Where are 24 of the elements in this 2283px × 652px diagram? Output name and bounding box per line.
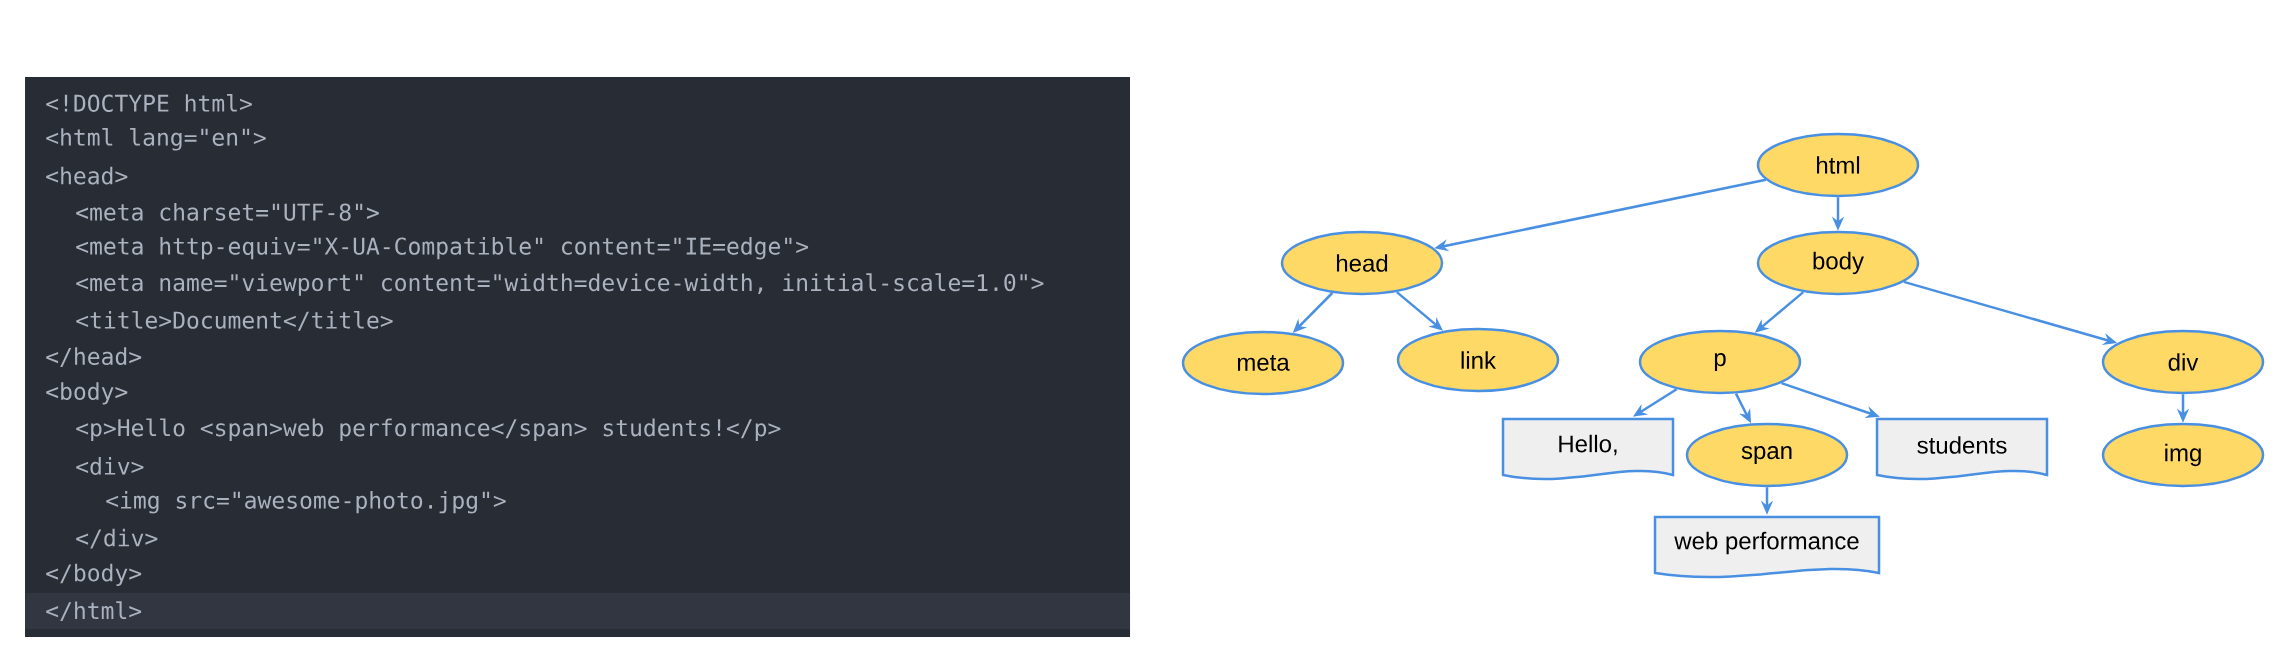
- code-line: <meta http-equiv="X-UA-Compatible" content="IE=edge">: [76, 236, 809, 260]
- code-line: <body>: [46, 382, 128, 405]
- code-line: <!DOCTYPE html>: [46, 94, 252, 112]
- ellipse-node: img: [2101, 422, 2265, 488]
- ellipse-node: link: [1396, 327, 1560, 393]
- code-line: <head>: [46, 166, 128, 185]
- code-line: <title>Document</title>: [76, 310, 393, 331]
- code-line: <meta charset="UTF-8">: [76, 202, 379, 221]
- ellipse-node: head: [1280, 230, 1444, 296]
- ellipse-node: meta: [1181, 330, 1345, 396]
- code-line: </html>: [46, 601, 142, 622]
- code-line: </head>: [46, 347, 142, 367]
- ellipse-node: html: [1756, 132, 1920, 198]
- code-line: <p>Hello <span>web performance</span> students!</p>: [76, 418, 781, 441]
- ellipse-node: body: [1756, 230, 1920, 296]
- code-line: <meta name="viewport" content="width=device-width, initial-scale=1.0">: [76, 273, 1044, 296]
- code-line: <html lang="en">: [46, 128, 266, 151]
- ellipse-node: p: [1638, 329, 1802, 395]
- code-line: </div>: [76, 528, 158, 549]
- code-line: <img src="awesome-photo.jpg">: [106, 491, 506, 514]
- code-line: </body>: [46, 563, 142, 586]
- ellipse-node: span: [1685, 422, 1849, 488]
- ellipse-node: div: [2101, 329, 2265, 395]
- code-line: <div>: [76, 457, 144, 475]
